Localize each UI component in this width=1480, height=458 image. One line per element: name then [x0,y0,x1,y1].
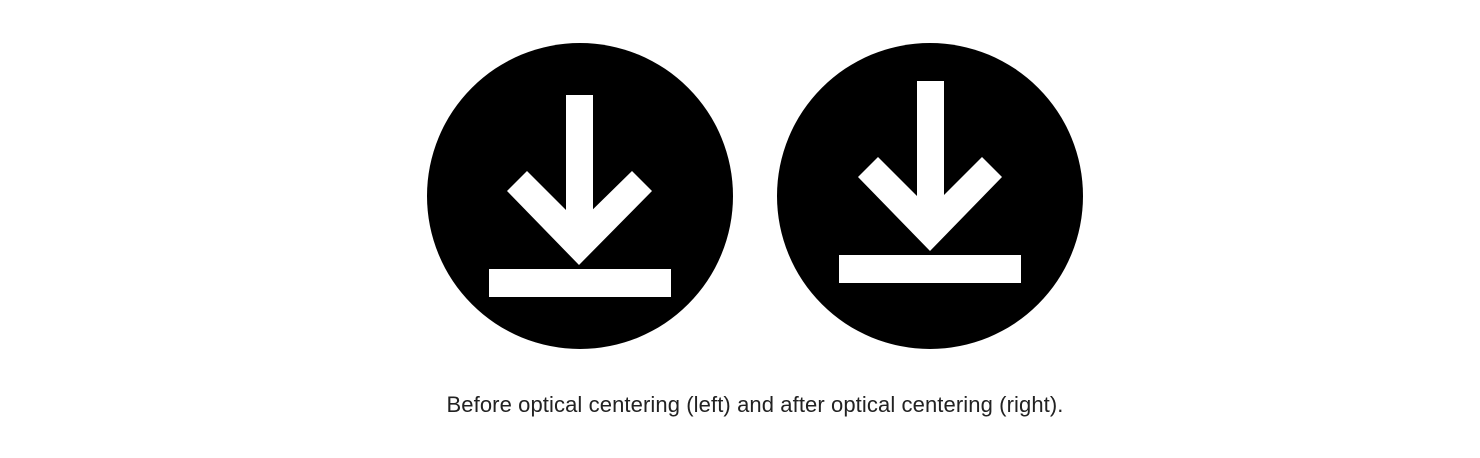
arrow-shaft [566,95,593,225]
arrow-shaft [917,81,944,211]
download-icon-after [777,43,1083,349]
baseline-bar [839,255,1021,283]
baseline-bar [489,269,671,297]
arrow-head [507,171,652,265]
download-icon [839,81,1021,283]
arrow-head [858,157,1002,251]
download-icon [489,95,671,297]
download-icon-before [427,43,733,349]
figure-caption: Before optical centering (left) and afte… [446,392,1064,417]
icon-comparison [427,43,1083,349]
